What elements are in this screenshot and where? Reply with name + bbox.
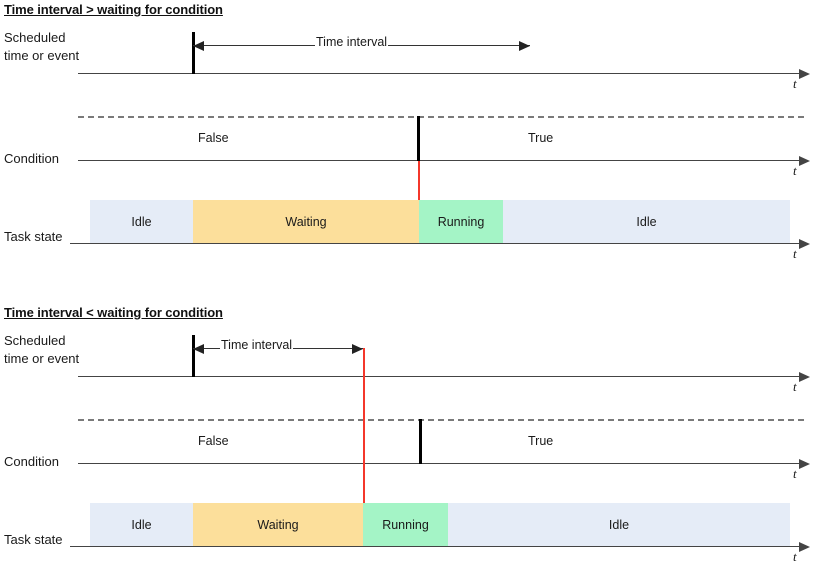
diagram-2-task-segment-waiting: Waiting — [193, 503, 363, 546]
diagram-2-title: Time interval < waiting for condition — [4, 305, 223, 320]
diagram-1-task-segment-idle-1: Idle — [90, 200, 193, 243]
diagram-2-condition-axis — [78, 463, 804, 464]
diagram-1-task-state-band: Idle Waiting Running Idle — [90, 200, 790, 243]
diagram-1-task-axis-t-label: t — [793, 246, 797, 261]
diagram-1-trigger-line — [418, 161, 420, 201]
diagram-1-task-axis-stub — [70, 243, 92, 244]
diagram-2-time-interval-measure: Time interval — [193, 339, 363, 355]
diagram-2-scheduled-label-line2: time or event — [4, 351, 80, 366]
diagram-1-condition-false-label: False — [198, 131, 229, 145]
diagram-2-condition-axis-t-label: t — [793, 466, 797, 481]
arrow-right-icon — [352, 344, 363, 354]
diagram-1-task-segment-running: Running — [419, 200, 503, 243]
diagram-1-condition-axis-arrow-icon — [799, 155, 810, 166]
diagram-1-task-segment-idle-2: Idle — [503, 200, 790, 243]
diagram-1-condition-true-label: True — [528, 131, 554, 145]
diagram-1-condition-transition-tick — [417, 116, 420, 161]
arrow-right-icon — [519, 41, 530, 51]
arrow-left-icon — [193, 344, 204, 354]
diagram-2-trigger-line — [363, 348, 365, 504]
diagram-2-condition-false-label: False — [198, 434, 229, 448]
diagram-1-time-interval-measure: Time interval — [193, 36, 530, 52]
diagram-2-scheduled-axis-t-label: t — [793, 379, 797, 394]
diagram-1-task-label: Task state — [4, 229, 63, 244]
diagram-2-condition-true-label: True — [528, 434, 554, 448]
diagram-2-scheduled-axis — [78, 376, 804, 377]
diagram-1-scheduled-axis — [78, 73, 804, 74]
diagram-1-scheduled-label-line2: time or event — [4, 48, 80, 63]
diagram-2-task-axis-arrow-icon — [799, 541, 810, 552]
diagram-2-task-label: Task state — [4, 532, 63, 547]
diagram-2-scheduled-label-line1: Scheduled — [4, 333, 66, 348]
diagram-2-task-axis-stub — [70, 546, 92, 547]
diagram-1-time-interval-caption: Time interval — [315, 35, 389, 49]
diagram-2-condition-true-level — [78, 419, 804, 421]
diagram-2-task-segment-running: Running — [363, 503, 448, 546]
diagram-1-scheduled-axis-t-label: t — [793, 76, 797, 91]
diagram-2-condition-transition-tick — [419, 419, 422, 464]
diagram-2-condition-label: Condition — [4, 454, 59, 469]
arrow-left-icon — [193, 41, 204, 51]
diagram-1-condition-axis-t-label: t — [793, 163, 797, 178]
diagram-1-task-axis-arrow-icon — [799, 238, 810, 249]
diagram-2-time-interval-caption: Time interval — [220, 338, 294, 352]
diagram-2-condition-axis-arrow-icon — [799, 458, 810, 469]
diagram-1-condition-label: Condition — [4, 151, 59, 166]
diagram-2-task-segment-idle-2: Idle — [448, 503, 790, 546]
diagram-2-task-axis — [90, 546, 804, 547]
diagram-2-task-segment-idle-1: Idle — [90, 503, 193, 546]
diagram-1-title: Time interval > waiting for condition — [4, 2, 223, 17]
diagram-1-condition-true-level — [78, 116, 804, 118]
diagram-1-condition-axis — [78, 160, 804, 161]
diagram-2-scheduled-event-tick — [192, 335, 195, 377]
diagram-1-task-axis — [90, 243, 804, 244]
diagram-2-scheduled-axis-arrow-icon — [799, 371, 810, 382]
diagram-1-scheduled-event-tick — [192, 32, 195, 74]
diagram-2-task-axis-t-label: t — [793, 549, 797, 564]
diagram-1-task-segment-waiting: Waiting — [193, 200, 419, 243]
diagram-1-scheduled-label-line1: Scheduled — [4, 30, 66, 45]
diagram-2-task-state-band: Idle Waiting Running Idle — [90, 503, 790, 546]
diagram-1-scheduled-axis-arrow-icon — [799, 68, 810, 79]
